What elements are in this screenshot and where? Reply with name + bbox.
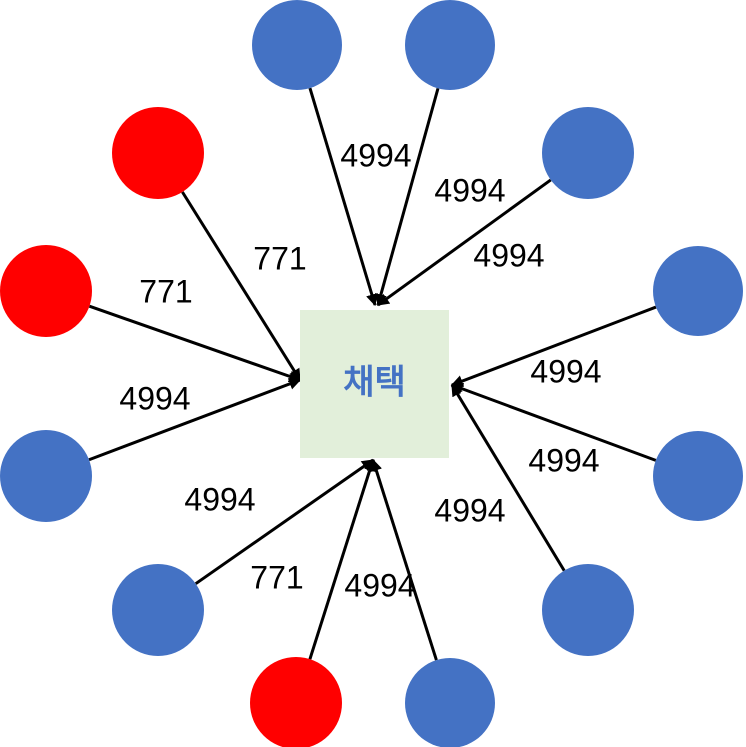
edge-n7	[370, 458, 438, 661]
node-n9	[112, 564, 204, 656]
edge-label-n8: 771	[250, 559, 303, 595]
node-n3	[542, 107, 634, 199]
edge-n3	[377, 178, 552, 307]
edge-label-n2: 4994	[434, 172, 505, 208]
center-box	[300, 310, 449, 458]
edge-n2	[375, 87, 440, 307]
edge-labels: 4994 4994 4994 4994 4994 4994 4994 771 4994 4994 7…	[119, 137, 601, 603]
node-n2	[405, 0, 495, 90]
edge-n10	[88, 378, 302, 462]
node-n12	[112, 107, 204, 199]
node-n1	[252, 0, 342, 90]
edge-label-n1: 4994	[340, 137, 411, 173]
edge-n11	[88, 304, 302, 383]
node-n6	[542, 564, 634, 656]
edge-n1	[308, 87, 378, 307]
edge-label-n9: 4994	[184, 481, 255, 517]
edge-n9	[194, 458, 374, 585]
edge-label-n5: 4994	[528, 442, 599, 478]
edge-label-n12: 771	[253, 240, 306, 276]
node-n5	[653, 431, 743, 521]
edge-label-n10: 4994	[119, 380, 190, 416]
edge-n6	[450, 383, 566, 572]
edge-label-n6: 4994	[434, 492, 505, 528]
node-n10	[0, 430, 92, 522]
edge-label-n4: 4994	[530, 353, 601, 389]
edge-n5	[450, 383, 657, 462]
node-n4	[653, 246, 743, 336]
edge-label-n3: 4994	[473, 237, 544, 273]
edge-label-n11: 771	[139, 273, 192, 309]
node-n11	[0, 245, 92, 337]
edge-n4	[450, 305, 657, 387]
edge-n12	[181, 191, 302, 382]
edge-label-n7: 4994	[344, 567, 415, 603]
node-n8	[250, 657, 342, 747]
edge-n8	[308, 458, 376, 660]
center-label: 채택	[343, 363, 406, 403]
node-n7	[405, 658, 495, 747]
edges	[88, 87, 657, 661]
